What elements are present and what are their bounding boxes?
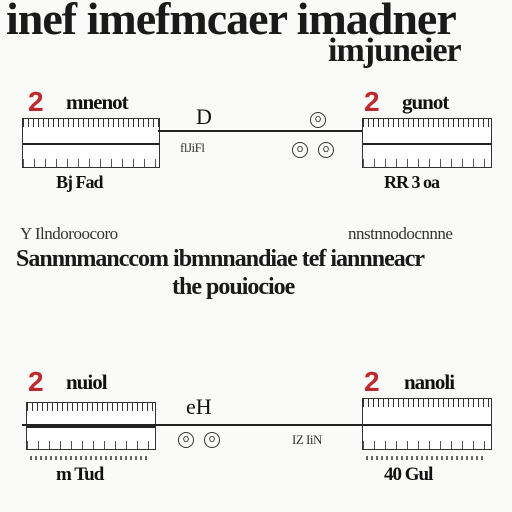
middle-right-small: nnstnnodocnnne: [348, 224, 453, 243]
top-circle-1: O: [310, 112, 326, 128]
top-connector-line: [158, 130, 362, 132]
bottom-connector-line: [22, 424, 492, 426]
title-line-2: imjuneier: [328, 32, 462, 69]
bottom-right-dots: [366, 456, 486, 460]
top-circle-2: O: [292, 142, 308, 158]
middle-heading-line-2: the pouiocioe: [172, 274, 295, 300]
bottom-center-sublabel: IZ IiN: [292, 432, 322, 447]
top-left-ruler: [22, 118, 160, 168]
bottom-left-ruler: [26, 402, 156, 450]
bottom-right-label: nanoli: [404, 370, 455, 394]
top-left-label: mnenot: [66, 90, 129, 114]
bottom-left-dots: [30, 456, 150, 460]
bottom-center-letter: eH: [186, 394, 212, 419]
top-circle-3: O: [318, 142, 334, 158]
bottom-right-number: 2: [364, 366, 380, 397]
middle-left-small: Y Ilndoroocoro: [20, 224, 118, 243]
bottom-left-label: nuiol: [66, 370, 108, 394]
bottom-left-caption: m Tud: [56, 464, 104, 485]
title-line-1: inef imefmcaer imadner: [6, 0, 457, 44]
top-center-sublabel: flJiFl: [180, 140, 205, 155]
bottom-right-ruler: [362, 398, 492, 450]
top-right-label: gunot: [402, 90, 449, 114]
top-center-letter: D: [196, 104, 212, 129]
top-right-caption: RR 3 oa: [384, 172, 440, 192]
bottom-circle-1: O: [178, 432, 194, 448]
bottom-right-caption: 40 Gul: [384, 464, 433, 485]
bottom-circle-2: O: [204, 432, 220, 448]
top-left-number: 2: [28, 86, 44, 117]
top-left-caption: Bj Fad: [56, 172, 104, 192]
top-right-number: 2: [364, 86, 380, 117]
top-right-ruler: [362, 118, 492, 168]
middle-heading-line-1: Sannnmanccom ibmnnandiae tef iannneacr: [16, 246, 425, 272]
bottom-left-number: 2: [28, 366, 44, 397]
